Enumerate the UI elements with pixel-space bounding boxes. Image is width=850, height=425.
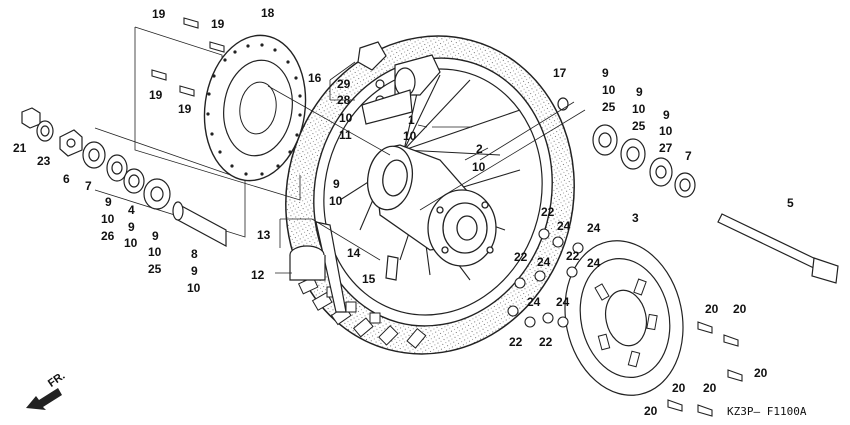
callout-4: 4 <box>128 203 135 217</box>
callout-9: 9 <box>152 229 159 243</box>
leader-lines <box>267 61 586 274</box>
callout-12: 12 <box>251 268 265 282</box>
rim-band-and-valve <box>289 221 399 313</box>
right-side-bearings <box>557 97 696 198</box>
chain-adjuster <box>357 41 441 125</box>
callout-14: 14 <box>347 246 361 260</box>
callout-10: 10 <box>472 160 486 174</box>
callout-1: 1 <box>408 113 415 127</box>
callout-27: 27 <box>659 141 673 155</box>
callout-25: 25 <box>602 100 616 114</box>
left-side-parts <box>21 107 227 248</box>
callout-19: 19 <box>152 7 166 21</box>
brake-disc <box>203 34 307 182</box>
callout-28: 28 <box>337 93 351 107</box>
callout-7: 7 <box>85 179 92 193</box>
wheel-hub <box>366 144 497 267</box>
callout-21: 21 <box>13 141 27 155</box>
callout-17: 17 <box>553 66 567 80</box>
callout-10: 10 <box>187 281 201 295</box>
rear-sprocket <box>564 240 684 396</box>
callout-24: 24 <box>587 221 601 235</box>
callout-7: 7 <box>685 149 692 163</box>
callout-6: 6 <box>63 172 70 186</box>
callout-10: 10 <box>339 111 353 125</box>
callout-11: 11 <box>339 128 352 142</box>
callout-9: 9 <box>333 177 340 191</box>
callout-20: 20 <box>703 381 717 395</box>
callout-24: 24 <box>556 295 570 309</box>
callout-20: 20 <box>644 404 658 418</box>
callout-10: 10 <box>329 194 343 208</box>
callout-24: 24 <box>587 256 601 270</box>
callout-8: 8 <box>191 247 198 261</box>
callout-3: 3 <box>632 211 639 225</box>
callout-20: 20 <box>672 381 686 395</box>
callout-9: 9 <box>636 85 643 99</box>
callout-9: 9 <box>663 108 670 122</box>
callout-19: 19 <box>149 88 163 102</box>
callout-20: 20 <box>754 366 768 380</box>
sprocket-bolts <box>667 321 743 417</box>
callout-10: 10 <box>632 102 646 116</box>
callout-13: 13 <box>257 228 271 242</box>
callout-25: 25 <box>632 119 646 133</box>
callout-24: 24 <box>527 295 541 309</box>
callout-22: 22 <box>539 335 553 349</box>
callout-9: 9 <box>602 66 609 80</box>
callout-18: 18 <box>261 6 275 20</box>
callout-9: 9 <box>105 195 112 209</box>
callout-10: 10 <box>403 129 417 143</box>
callout-26: 26 <box>101 229 115 243</box>
callout-10: 10 <box>148 245 162 259</box>
callout-10: 10 <box>659 124 673 138</box>
callout-10: 10 <box>602 83 616 97</box>
callout-15: 15 <box>362 272 376 286</box>
rear-axle <box>717 213 839 284</box>
callout-10: 10 <box>101 212 115 226</box>
callout-19: 19 <box>211 17 225 31</box>
sprocket-fasteners <box>507 228 584 328</box>
callout-29: 29 <box>337 77 351 91</box>
callout-20: 20 <box>705 302 719 316</box>
callout-5: 5 <box>787 196 794 210</box>
callout-25: 25 <box>148 262 162 276</box>
callout-9: 9 <box>191 264 198 278</box>
diagram-code: KZ3P– F1100A <box>727 405 807 418</box>
disc-bolts <box>151 17 225 97</box>
spacer-frame-outline <box>94 127 246 238</box>
callout-22: 22 <box>541 205 555 219</box>
callout-20: 20 <box>733 302 747 316</box>
callout-2: 2 <box>476 142 483 156</box>
callout-10: 10 <box>124 236 138 250</box>
callout-24: 24 <box>537 255 551 269</box>
callout-23: 23 <box>37 154 51 168</box>
callout-22: 22 <box>509 335 523 349</box>
callout-16: 16 <box>308 71 322 85</box>
callout-24: 24 <box>557 219 571 233</box>
callout-19: 19 <box>178 102 192 116</box>
callout-22: 22 <box>566 249 580 263</box>
callout-9: 9 <box>128 220 135 234</box>
front-direction-arrow <box>26 388 62 410</box>
callout-22: 22 <box>514 250 528 264</box>
